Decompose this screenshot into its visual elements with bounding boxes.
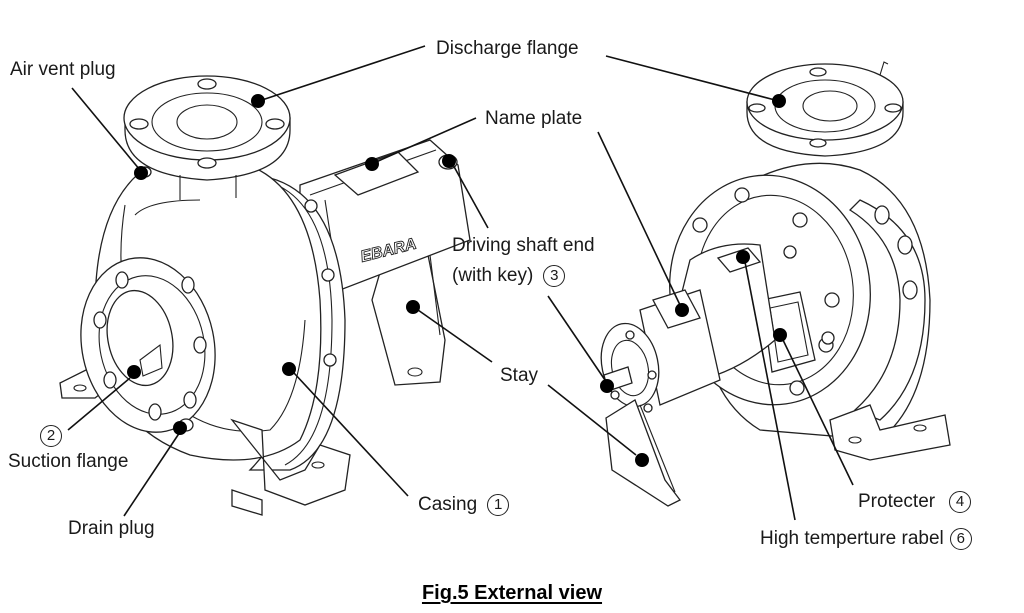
leader-casing [293, 372, 409, 497]
right-discharge-flange [746, 61, 904, 157]
leader-drain-plug [123, 431, 181, 517]
right-stay [605, 399, 681, 507]
badge-number-6: 6 [949, 528, 972, 550]
label-protecter: Protecter 4 [858, 491, 972, 513]
marker-high-temp-label [736, 250, 750, 264]
badge-number-1: 1 [487, 494, 510, 516]
label-air-vent-plug: Air vent plug [10, 59, 116, 80]
marker-driving-shaft-right [600, 379, 614, 393]
right-drive-end [600, 322, 660, 413]
label-suction-flange: Suction flange [8, 451, 129, 472]
left-suction-flange [80, 257, 216, 433]
leader-name-plate-left [375, 117, 477, 163]
leader-stay-left [417, 309, 493, 363]
leader-driving-shaft-left [451, 162, 489, 229]
label-name-plate: Name plate [485, 108, 583, 129]
left-pump-view: EBARA [59, 75, 471, 516]
leader-protecter [782, 339, 854, 486]
label-driving-shaft-end: Driving shaft end [452, 235, 595, 256]
marker-air-vent-plug [134, 166, 148, 180]
badge-number-2: 2 [40, 425, 62, 447]
label-with-key: (with key) [452, 265, 534, 286]
marker-drain-plug [173, 421, 187, 435]
label-casing-text: Casing [418, 494, 478, 515]
leader-suction-flange [67, 377, 131, 431]
right-protecter-cover [761, 291, 816, 373]
marker-stay-left [406, 300, 420, 314]
label-drain-plug: Drain plug [68, 518, 155, 539]
badge-number-3: 3 [543, 265, 566, 287]
marker-driving-shaft-left [442, 154, 456, 168]
marker-protecter [773, 328, 787, 342]
badge-number-4: 4 [949, 491, 972, 513]
leader-name-plate-right [597, 131, 681, 306]
right-feet [829, 404, 951, 461]
marker-casing [282, 362, 296, 376]
right-pump-view [600, 61, 951, 507]
marker-name-plate-right [675, 303, 689, 317]
label-stay: Stay [500, 365, 539, 386]
leader-discharge-flange-right [605, 55, 776, 101]
marker-discharge-flange-left [251, 94, 265, 108]
leader-stay-right [547, 384, 637, 456]
label-high-temp-text: High temperture rabel [760, 528, 944, 549]
marker-stay-right [635, 453, 649, 467]
leader-discharge-flange-left [261, 45, 426, 101]
leader-lines [67, 45, 854, 521]
leader-driving-shaft-right [547, 295, 606, 381]
label-driving-shaft-end-key: (with key) 3 [452, 265, 566, 287]
marker-name-plate-left [365, 157, 379, 171]
label-discharge-flange: Discharge flange [436, 38, 579, 59]
left-discharge-flange [123, 75, 291, 200]
label-protecter-text: Protecter [858, 491, 936, 512]
label-casing: Casing 1 [418, 494, 510, 516]
figure-caption-wrap: Fig.5 External view [0, 582, 1024, 605]
figure-caption: Fig.5 External view [421, 582, 603, 604]
marker-discharge-flange-right [772, 94, 786, 108]
marker-suction-flange [127, 365, 141, 379]
leader-high-temp-label [744, 261, 796, 521]
leader-air-vent-plug [71, 87, 141, 171]
